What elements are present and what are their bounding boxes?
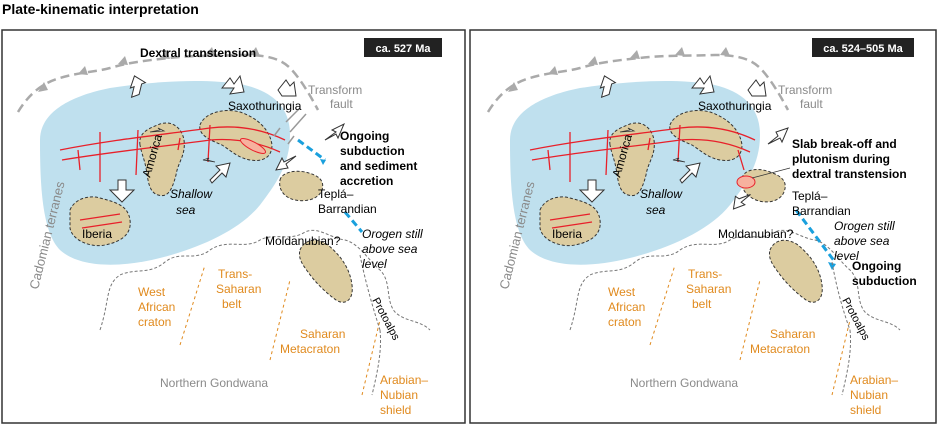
transform-fault [273,107,307,145]
subduction-zone-lower [343,211,364,233]
amorica-terrane [609,122,655,197]
arabian-label-2: Nubian [850,388,888,402]
belt-lines [649,264,851,396]
orogen-label-1: Orogen still [362,227,423,241]
gondwana-margin-line [99,229,431,331]
northern-gondwana-label: Northern Gondwana [630,376,738,390]
trans-saharan-label-3: belt [222,297,242,311]
fault-lines [529,124,756,229]
saxothuringia-terrane [669,110,743,161]
transform-label-1: Transform [778,83,832,97]
trench-teeth [508,47,730,92]
ongoing-label-1: Ongoing [340,129,389,143]
iberia-label: Iberia [82,227,112,241]
age-label: ca. 527 Ma [375,43,431,55]
trans-saharan-label-2: Saharan [686,282,731,296]
shallow-label-1: Shallow [640,187,683,201]
half-arrows [149,127,216,163]
leader-line [751,167,791,179]
trans-saharan-label-1: Trans- [218,267,252,281]
west-african-label-1: West [608,285,636,299]
ongoing-label-1: Ongoing [852,259,901,273]
transform-label-2: fault [800,97,823,111]
protoalps-line [831,261,851,396]
west-african-label-2: African [138,300,175,314]
saharan-meta-label-1: Saharan [300,327,345,341]
moldanubian-terrane [769,239,823,303]
orogen-label-2: above sea [834,234,890,248]
ongoing-label-2: subduction [340,144,405,158]
iberia-label: Iberia [552,227,582,241]
iberia-terrane [539,196,601,247]
arabian-label-3: shield [380,403,411,417]
age-badge [364,38,442,57]
amorica-terrane [139,122,185,197]
transform-label-1: Transform [308,83,362,97]
slab-label-3: dextral transtension [792,167,907,181]
west-african-label-1: West [138,285,166,299]
belt-lines [179,264,381,396]
saxothuringia-label: Saxothuringia [228,99,302,113]
ongoing-label-2: subduction [852,274,917,288]
figure-title: Plate-kinematic interpretation [2,1,199,17]
arabian-label-1: Arabian– [380,373,428,387]
tepla-label-2: Barrandian [792,204,851,218]
orogen-label-1: Orogen still [834,219,895,233]
pluton [239,138,267,154]
age-badge [812,38,914,57]
half-arrows [619,127,686,163]
trans-saharan-label-1: Trans- [688,267,722,281]
shallow-label-1: Shallow [170,187,213,201]
west-african-label-3: craton [608,315,641,329]
ongoing-label-3: and sediment [340,159,417,173]
tepla-label-1: Teplá– [792,189,828,203]
orogen-label-3: level [362,257,387,271]
age-label: ca. 524–505 Ma [823,43,903,55]
iberia-terrane [69,196,131,247]
moldanubian-terrane [299,239,353,303]
slab-label-2: plutonism during [792,152,890,166]
arabian-label-2: Nubian [380,388,418,402]
subduction-tooth [828,262,836,270]
saharan-meta-label-2: Metacraton [750,342,810,356]
subduction-zone-upper [297,138,326,162]
ongoing-label-4: accretion [340,174,393,188]
dextral-label: Dextral transtension [140,46,256,60]
moldanubian-label: Moldanubian? [265,234,341,248]
motion-arrows [578,74,789,210]
west-african-label-2: African [608,300,645,314]
panel-524-505-ma: ca. 524–505 Ma [469,29,937,424]
tepla-terrane [279,170,324,202]
saharan-meta-label-1: Saharan [770,327,815,341]
arabian-label-1: Arabian– [850,373,898,387]
trench-teeth [38,47,260,92]
transform-label-2: fault [330,97,353,111]
tepla-label-1: Teplá– [318,187,354,201]
panel-527-ma: ca. 527 Ma [1,29,466,424]
shallow-label-2: sea [176,203,196,217]
slab-label-1: Slab break-off and [792,137,897,151]
saxothuringia-label: Saxothuringia [698,99,772,113]
orogen-label-3: level [834,249,859,263]
protoalps-line [359,254,381,396]
moldanubian-label: Moldanubian? [718,227,794,241]
subduction-tooth [320,159,326,165]
saharan-meta-label-2: Metacraton [280,342,340,356]
gondwana-margin-line [569,229,901,331]
orogen-label-2: above sea [362,242,418,256]
motion-arrows [108,74,345,203]
trans-saharan-label-3: belt [692,297,712,311]
tepla-label-2: Barrandian [318,202,377,216]
pluton [736,175,756,189]
shallow-label-2: sea [646,203,666,217]
west-african-label-3: craton [138,315,171,329]
trans-saharan-label-2: Saharan [216,282,261,296]
arabian-label-3: shield [850,403,881,417]
northern-gondwana-label: Northern Gondwana [160,376,268,390]
